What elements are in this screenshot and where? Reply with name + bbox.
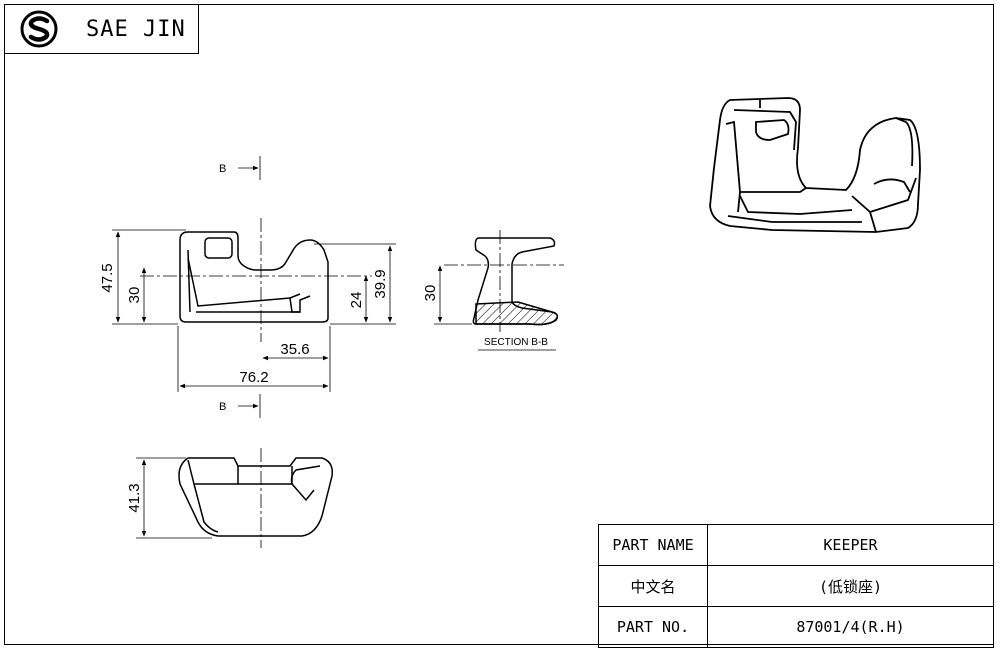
title-row-part-no: PART NO. 87001/4(R.H) (598, 606, 994, 648)
title-row-chinese-name: 中文名 (低锁座) (598, 565, 994, 607)
dim-76-2: 76.2 (239, 369, 268, 386)
section-marker-bottom: B (219, 401, 226, 413)
section-label: SECTION B-B (484, 337, 548, 348)
brand-name: SAE JIN (86, 17, 186, 42)
part-no-value: 87001/4(R.H) (707, 606, 994, 648)
dim-24: 24 (348, 292, 365, 309)
drawing-frame (4, 4, 994, 645)
part-name-label: PART NAME (598, 524, 708, 566)
isometric-view (709, 97, 921, 233)
part-name-value: KEEPER (707, 524, 994, 566)
section-marker-top: B (219, 163, 226, 175)
front-view-dimensions (112, 156, 396, 418)
part-no-label: PART NO. (598, 606, 708, 648)
section-view-centerlines (444, 230, 564, 332)
title-block: PART NAME KEEPER 中文名 (低锁座) PART NO. 8700… (598, 524, 994, 648)
dim-35-6: 35.6 (280, 341, 309, 358)
chinese-name-label: 中文名 (598, 565, 708, 607)
brand-box: SAE JIN (4, 4, 199, 54)
dim-39-9: 39.9 (372, 269, 389, 298)
dim-47-5: 47.5 (99, 263, 116, 292)
front-view-centerlines (140, 218, 372, 342)
dim-41-3: 41.3 (126, 483, 143, 512)
dim-30-front: 30 (126, 287, 143, 304)
chinese-name-value: (低锁座) (707, 565, 994, 607)
bottom-view (178, 457, 334, 537)
dim-30-section: 30 (422, 285, 439, 302)
bottom-view-dimensions (136, 457, 212, 539)
section-view (472, 237, 559, 326)
front-view (179, 231, 329, 323)
title-row-part-name: PART NAME KEEPER (598, 524, 994, 566)
saejin-logo-icon (20, 10, 58, 48)
section-view-dimensions (434, 265, 556, 351)
